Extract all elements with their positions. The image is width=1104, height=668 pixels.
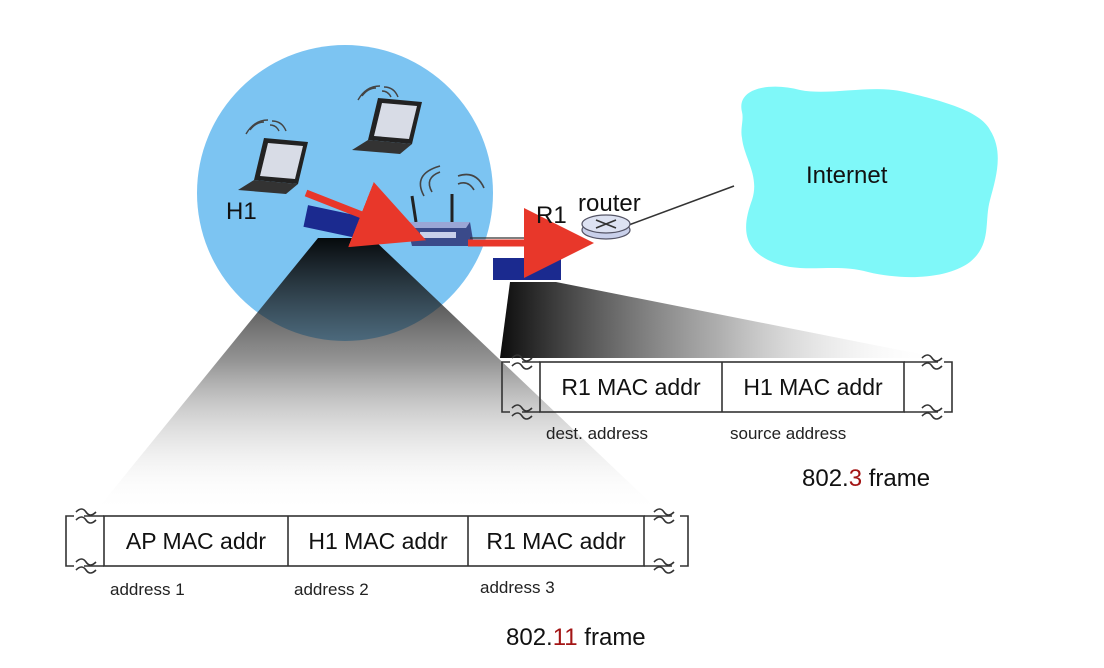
router-id-label: R1	[536, 202, 567, 229]
frame-80211-field-address-2: H1 MAC addr	[308, 527, 448, 554]
frame-80211-title-suffix: frame	[577, 624, 646, 651]
packet-icon	[493, 258, 561, 280]
wifi-waves-icon	[357, 85, 399, 101]
frame-80211-caption-2: address 2	[294, 580, 369, 599]
laptop-icon	[352, 98, 422, 154]
frame-8023-title-number: 3	[848, 465, 863, 492]
frame-8023-title-prefix: 802.	[802, 465, 849, 492]
frame-8023-field-source: H1 MAC addr	[743, 373, 883, 400]
frame-80211-box	[65, 508, 689, 574]
frame-8023-title-suffix: frame	[862, 465, 931, 492]
router-icon	[581, 214, 631, 240]
packet-expansion-beam-8023	[500, 282, 940, 358]
packet-expansion-beam-80211	[95, 238, 660, 512]
arrow-h1-to-ap	[304, 182, 427, 248]
frame-80211-caption-3: address 3	[480, 578, 555, 597]
frame-80211-title-number: 11	[552, 624, 578, 651]
wifi-waves-icon	[245, 119, 287, 135]
internet-label: Internet	[806, 162, 888, 189]
frame-8023-field-dest: R1 MAC addr	[561, 373, 701, 400]
frame-80211-caption-1: address 1	[110, 580, 185, 599]
cloud-icon	[741, 86, 998, 278]
router-internet-link	[625, 185, 735, 227]
frame-8023-caption-source: source address	[730, 424, 847, 443]
frame-80211-field-address-1: AP MAC addr	[125, 527, 267, 554]
frame-80211-field-address-3: R1 MAC addr	[486, 527, 626, 554]
router-label: router	[578, 190, 641, 217]
laptop-icon	[238, 138, 308, 194]
host-label: H1	[226, 198, 257, 225]
wireless-cell-circle	[197, 45, 493, 341]
frame-8023-box	[501, 354, 953, 420]
frame-8023-caption-dest: dest. address	[546, 424, 649, 443]
frame-80211-title-prefix: 802.	[506, 624, 553, 651]
frame-80211-title: 802.11 frame	[506, 624, 646, 652]
frame-8023-title: 802.3 frame	[802, 465, 930, 493]
